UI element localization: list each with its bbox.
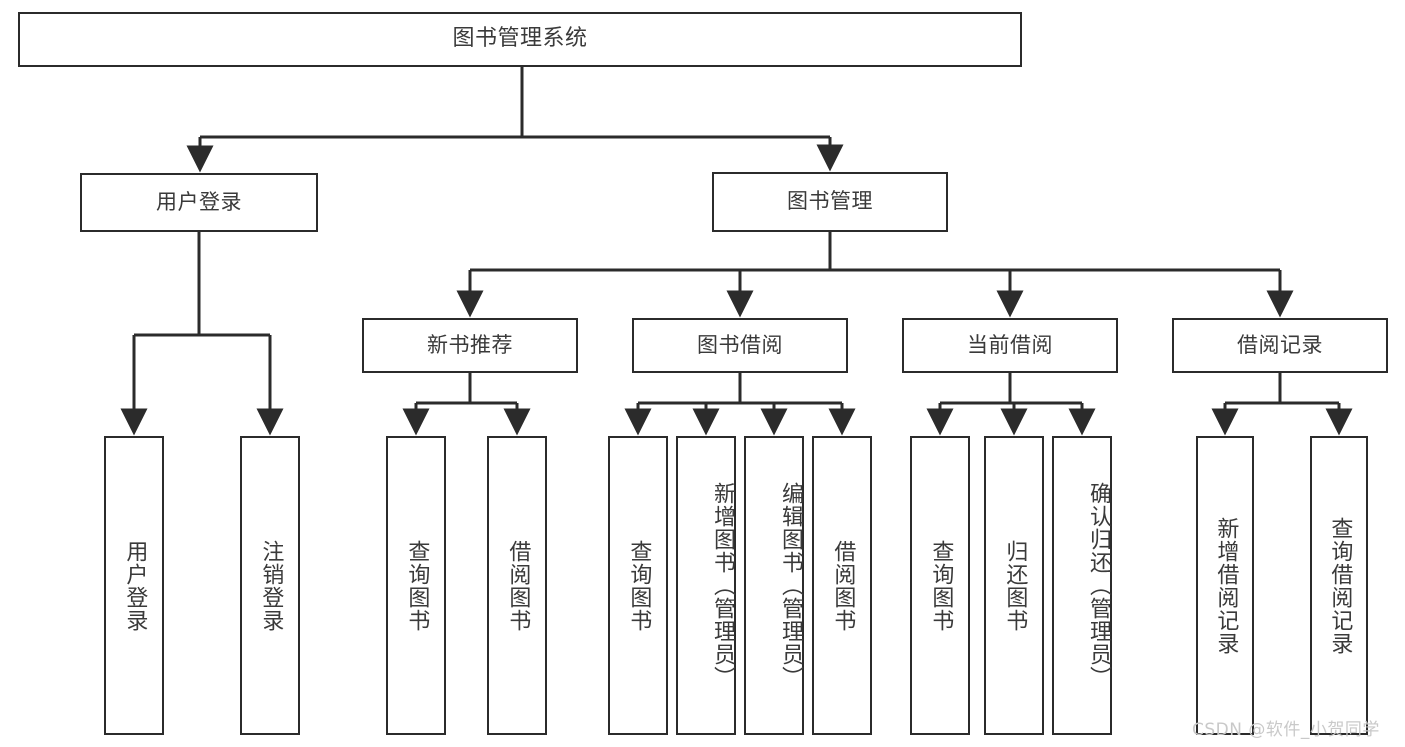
leaf-edit-book-admin[interactable]: 编辑图书（管理员）	[744, 436, 804, 735]
node-label: 用户登录	[122, 539, 148, 632]
node-label: 查询图书	[928, 539, 954, 632]
leaf-query-book-new[interactable]: 查询图书	[386, 436, 446, 735]
leaf-query-book-current[interactable]: 查询图书	[910, 436, 970, 735]
node-root-system[interactable]: 图书管理系统	[18, 12, 1022, 67]
node-label: 归还图书	[1002, 539, 1028, 632]
leaf-confirm-return-admin[interactable]: 确认归还（管理员）	[1052, 436, 1112, 735]
node-label: 查询图书	[626, 539, 652, 632]
node-label: 注销登录	[258, 539, 284, 632]
leaf-logout[interactable]: 注销登录	[240, 436, 300, 735]
leaf-query-borrowing-record[interactable]: 查询借阅记录	[1310, 436, 1368, 735]
node-label: 查询图书	[404, 539, 430, 632]
node-label: 当前借阅	[967, 332, 1053, 357]
node-label: 图书管理系统	[452, 26, 588, 52]
csdn-watermark: CSDN @软件_小贺同学	[1192, 720, 1380, 740]
node-new-book-recommendation[interactable]: 新书推荐	[362, 318, 578, 373]
node-label: 借阅图书	[830, 539, 856, 632]
node-label: 查询借阅记录	[1327, 516, 1353, 655]
node-label: 新增借阅记录	[1213, 516, 1239, 655]
leaf-user-login[interactable]: 用户登录	[104, 436, 164, 735]
node-user-login[interactable]: 用户登录	[80, 173, 318, 232]
leaf-query-book-borrow[interactable]: 查询图书	[608, 436, 668, 735]
node-label: 新书推荐	[427, 332, 513, 357]
node-current-borrowing[interactable]: 当前借阅	[902, 318, 1118, 373]
node-label: 编辑图书（管理员）	[778, 482, 803, 689]
node-borrowing-record[interactable]: 借阅记录	[1172, 318, 1388, 373]
leaf-borrow-book[interactable]: 借阅图书	[812, 436, 872, 735]
node-book-management[interactable]: 图书管理	[712, 172, 948, 232]
node-label: 用户登录	[156, 189, 242, 214]
node-label: 图书借阅	[697, 332, 783, 357]
leaf-add-borrowing-record[interactable]: 新增借阅记录	[1196, 436, 1254, 735]
leaf-borrow-book-new[interactable]: 借阅图书	[487, 436, 547, 735]
leaf-return-book[interactable]: 归还图书	[984, 436, 1044, 735]
node-label: 图书管理	[787, 189, 873, 214]
node-label: 确认归还（管理员）	[1086, 482, 1111, 689]
node-label: 借阅记录	[1237, 332, 1323, 357]
node-label: 借阅图书	[505, 539, 531, 632]
leaf-add-book-admin[interactable]: 新增图书（管理员）	[676, 436, 736, 735]
node-label: 新增图书（管理员）	[710, 482, 735, 689]
node-book-borrowing[interactable]: 图书借阅	[632, 318, 848, 373]
